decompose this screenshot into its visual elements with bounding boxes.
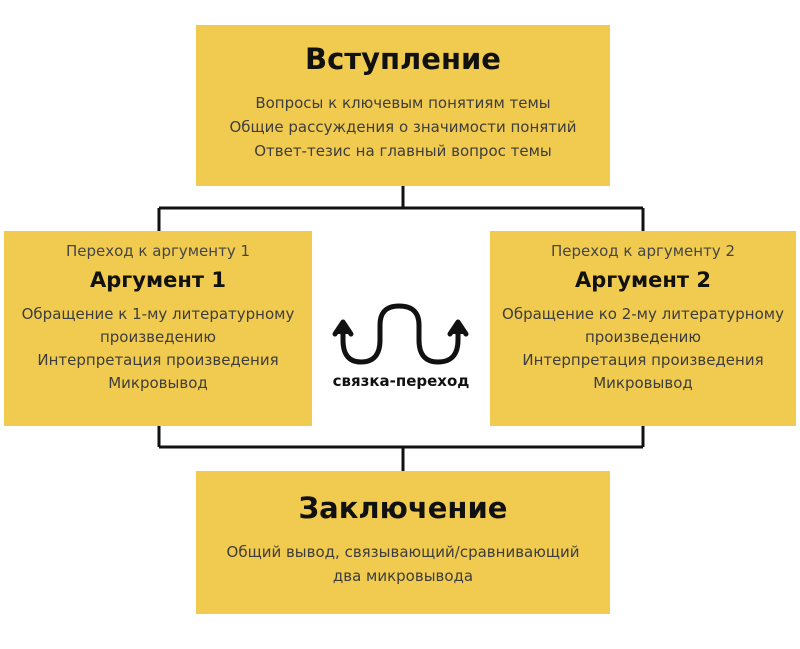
- argument-2-title: Аргумент 2: [575, 268, 711, 292]
- argument-2-line: Микровывод: [593, 374, 693, 392]
- argument-1-line: Интерпретация произведения: [37, 351, 279, 369]
- argument-2-line: произведению: [584, 328, 702, 346]
- argument-1-line: Микровывод: [108, 374, 208, 392]
- conclusion-block: Заключение Общий вывод, связывающий/срав…: [196, 471, 610, 614]
- argument-1-block: Переход к аргументу 1 Аргумент 1 Обращен…: [4, 231, 312, 426]
- intro-line: Общие рассуждения о значимости понятий: [229, 118, 577, 136]
- argument-2-line: Интерпретация произведения: [522, 351, 764, 369]
- argument-2-line: Обращение ко 2-му литературному: [502, 305, 784, 323]
- argument-1-line: Обращение к 1-му литературному: [21, 305, 295, 323]
- conclusion-line: два микровывода: [332, 567, 474, 585]
- conclusion-line: Общий вывод, связывающий/сравнивающий: [226, 543, 580, 561]
- argument-2-transition: Переход к аргументу 2: [550, 242, 736, 260]
- intro-block: Вступление Вопросы к ключевым понятиям т…: [196, 25, 610, 186]
- conclusion-title: Заключение: [298, 491, 508, 525]
- argument-1-line: произведению: [99, 328, 217, 346]
- intro-title: Вступление: [305, 42, 501, 76]
- argument-2-block: Переход к аргументу 2 Аргумент 2 Обращен…: [490, 231, 796, 426]
- intro-line: Вопросы к ключевым понятиям темы: [255, 94, 551, 112]
- argument-1-title: Аргумент 1: [90, 268, 226, 292]
- transition-label: связка-переход: [332, 372, 470, 390]
- intro-line: Ответ-тезис на главный вопрос темы: [254, 142, 552, 160]
- argument-1-transition: Переход к аргументу 1: [65, 242, 251, 260]
- wave-arrows-icon: [332, 303, 469, 365]
